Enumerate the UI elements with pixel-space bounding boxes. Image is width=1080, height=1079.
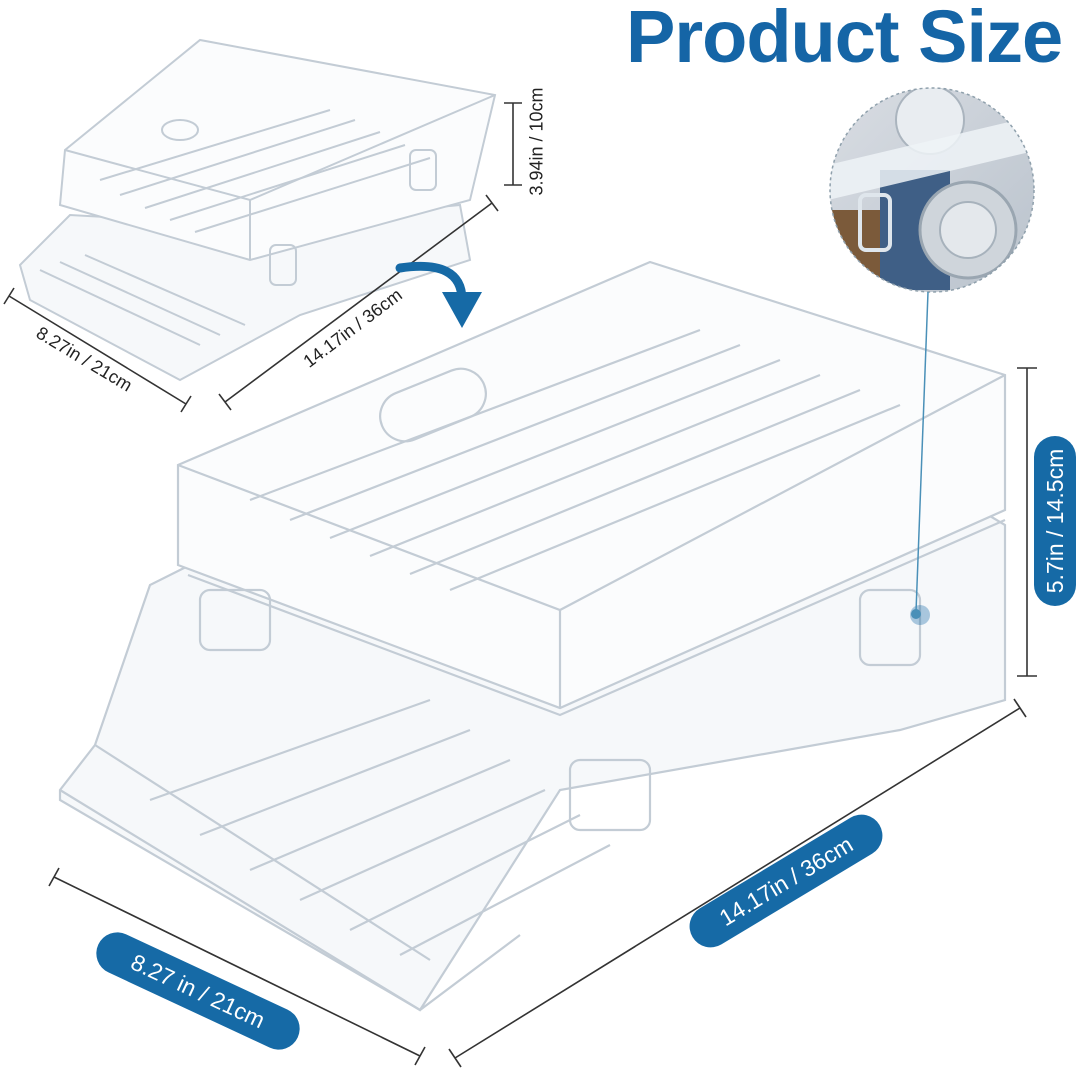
curved-arrow-icon: [395, 261, 482, 328]
small-width-dimension-line: [3, 287, 192, 413]
large-width-dimension-line: [48, 867, 426, 1066]
small-height-label: 3.94in / 10cm: [526, 87, 547, 196]
large-length-dimension-line: [448, 698, 1027, 1068]
large-organizer-image: [58, 260, 1007, 1012]
small-height-dimension-line: [504, 102, 522, 186]
small-organizer-image: [18, 38, 497, 382]
large-height-dimension-line: [1017, 367, 1037, 677]
large-height-label: 5.7in / 14.5cm: [1034, 436, 1076, 606]
small-length-dimension-line: [218, 194, 499, 411]
page-title: Product Size: [626, 0, 1063, 78]
